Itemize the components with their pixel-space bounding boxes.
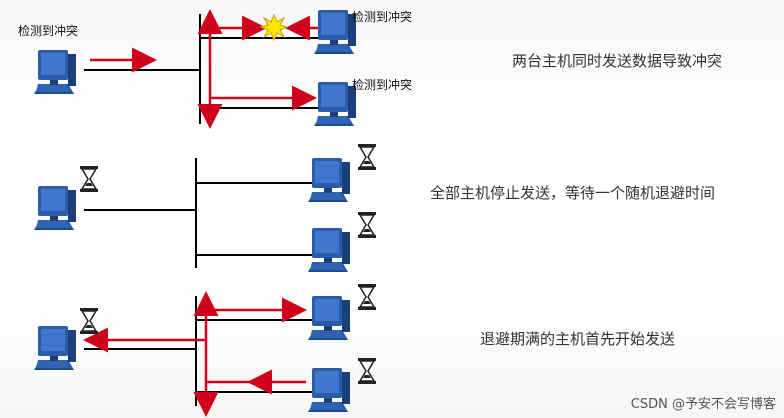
caption-step3: 退避期满的主机首先开始发送 xyxy=(480,330,676,348)
hourglass-icon xyxy=(357,211,377,239)
hourglass-icon xyxy=(357,143,377,171)
hourglass-icon xyxy=(357,283,377,311)
caption-step1: 两台主机同时发送数据导致冲突 xyxy=(512,52,723,70)
computer-icon xyxy=(308,368,350,412)
computer-icon xyxy=(314,82,356,126)
computer-icon xyxy=(308,228,350,272)
step3-network xyxy=(34,283,377,417)
hourglass-icon xyxy=(357,357,377,385)
caption-step2: 全部主机停止发送，等待一个随机退避时间 xyxy=(430,184,716,202)
hourglass-icon xyxy=(79,165,99,193)
collision-burst-icon xyxy=(259,13,289,42)
computer-icon xyxy=(314,10,356,54)
computer-icon xyxy=(308,158,350,202)
detect-label-left: 检测到冲突 xyxy=(18,24,79,38)
detect-label-top-right: 检测到冲突 xyxy=(352,10,413,24)
step1-network xyxy=(34,9,356,129)
hourglass-icon xyxy=(79,307,99,335)
computer-icon xyxy=(308,296,350,340)
computer-icon xyxy=(34,186,76,230)
watermark: CSDN @予安不会写博客 xyxy=(630,397,776,412)
step2-network xyxy=(34,143,377,272)
computer-icon xyxy=(34,50,76,94)
computer-icon xyxy=(34,326,76,370)
detect-label-bottom-right: 检测到冲突 xyxy=(352,78,413,92)
